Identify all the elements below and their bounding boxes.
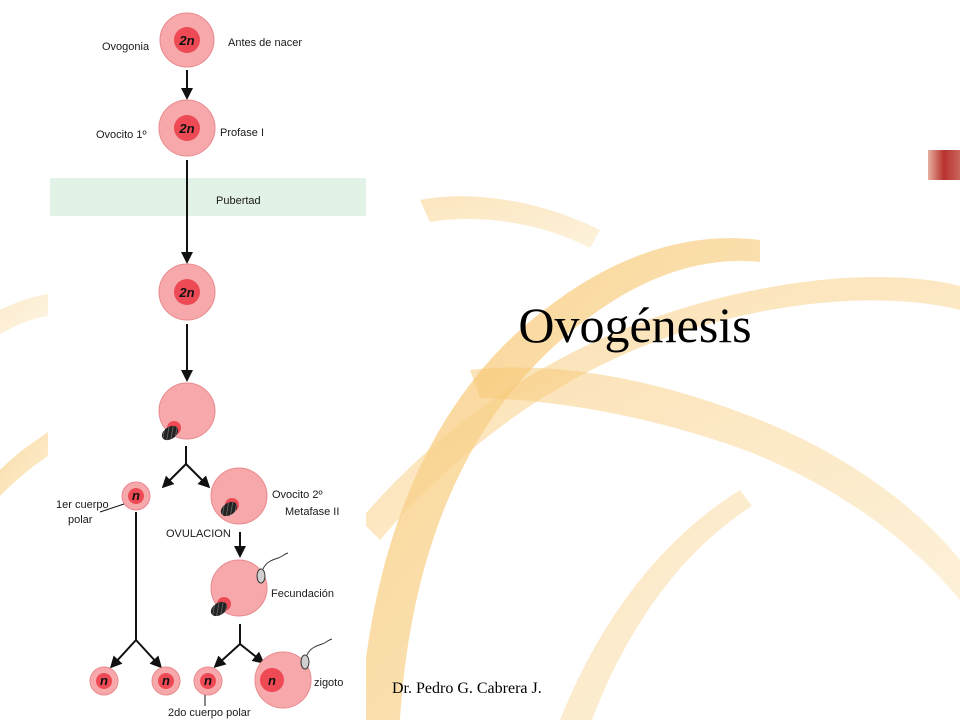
accent-bar (928, 150, 960, 180)
pubertad-band (50, 178, 366, 216)
ploidy-label: 2n (178, 285, 194, 300)
cell-zigoto: n (254, 638, 333, 709)
cell-ovogonia: 2n (159, 12, 215, 68)
label-ovulacion: OVULACION (166, 528, 231, 540)
cell-ovocito-secundario (210, 467, 268, 525)
label-segundo-cuerpo-polar: 2do cuerpo polar (168, 707, 251, 719)
ploidy-label: 2n (178, 33, 194, 48)
label-profase-1: Profase I (220, 127, 264, 139)
arrow (239, 643, 265, 664)
slide-footer: Dr. Pedro G. Cabrera J. (392, 680, 542, 697)
label-ovogonia: Ovogonia (102, 41, 150, 53)
label-ovocito-2: Ovocito 2º (272, 489, 322, 501)
cell-polar-body-a: n (89, 666, 119, 696)
ploidy-label: n (204, 673, 212, 688)
slide-title: Ovogénesis (518, 297, 752, 353)
leader-line (99, 503, 125, 513)
ploidy-label: n (132, 488, 140, 503)
label-ovocito-1: Ovocito 1º (96, 129, 146, 141)
ploidy-label: n (162, 673, 170, 688)
sperm-icon (256, 568, 266, 584)
ploidy-label: n (100, 673, 108, 688)
cell-meiosis-1 (158, 382, 216, 441)
ploidy-label: 2n (178, 121, 194, 136)
cell-polar-body-b: n (151, 666, 181, 696)
label-primer-cuerpo-polar-2: polar (68, 514, 93, 526)
cell-primer-cuerpo-polar: n (121, 481, 151, 511)
label-primer-cuerpo-polar: 1er cuerpo (56, 499, 109, 511)
label-antes-de-nacer: Antes de nacer (228, 37, 302, 49)
cell-ovocito-pubertad: 2n (158, 263, 216, 321)
arrow (185, 463, 211, 489)
label-pubertad: Pubertad (216, 195, 261, 207)
arrow (109, 639, 137, 669)
sperm-icon (300, 654, 310, 670)
cell-ovocito-primario: 2n (158, 99, 216, 157)
ploidy-label: n (268, 673, 276, 688)
label-zigoto: zigoto (314, 677, 343, 689)
arrow (213, 643, 241, 669)
arrow (135, 639, 163, 669)
cell-segundo-cuerpo-polar: n (193, 666, 223, 696)
arrow (161, 463, 187, 489)
label-metafase-2: Metafase II (285, 506, 339, 518)
cell-fecundacion (210, 552, 289, 617)
label-fecundacion: Fecundación (271, 588, 334, 600)
